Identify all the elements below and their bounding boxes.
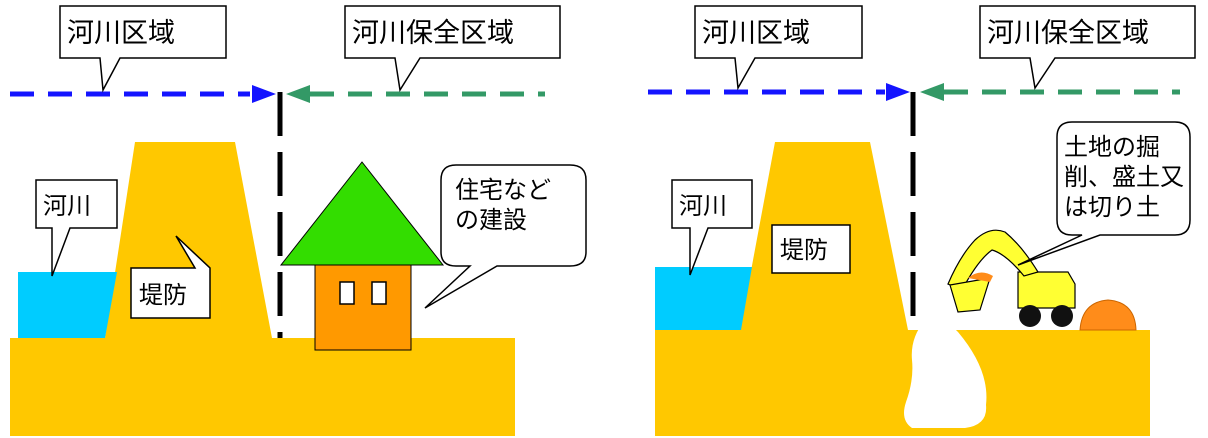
right-activity-callout <box>1017 121 1191 266</box>
right-river <box>655 267 752 330</box>
right-levee-box <box>771 224 851 274</box>
right-river-zone-callout <box>694 5 863 91</box>
excavator-boom <box>947 229 1039 291</box>
left-levee-label: 堤防 <box>139 281 187 309</box>
left-conservation-zone-callout <box>344 5 561 93</box>
right-river-callout <box>671 179 753 276</box>
right-conservation-zone-arrowhead <box>920 83 944 101</box>
excavator-wheel-right <box>1051 305 1073 327</box>
house-roof <box>279 161 445 266</box>
right-conservation-zone-callout <box>979 5 1196 90</box>
right-activity-label-line2: 削、盛土又 <box>1064 163 1184 191</box>
left-conservation-zone-label: 河川保全区域 <box>352 18 514 49</box>
left-activity-label-line1: 住宅など <box>455 176 551 204</box>
excavator-bucket <box>949 277 991 313</box>
right-levee-label: 堤防 <box>780 236 828 264</box>
left-river <box>18 272 117 338</box>
right-river-zone-label: 河川区域 <box>702 18 810 49</box>
house-window-left <box>339 281 355 305</box>
right-activity-label-line1: 土地の掘 <box>1064 133 1160 161</box>
left-river-zone-label: 河川区域 <box>67 18 175 49</box>
excavation-hole <box>904 319 987 428</box>
soil-pile <box>1079 299 1137 331</box>
excavator-wheel-left <box>1019 305 1041 327</box>
left-river-zone-arrowhead <box>252 85 276 103</box>
left-river-zone-callout <box>59 5 227 93</box>
left-levee-callout <box>130 235 211 319</box>
right-river-label: 河川 <box>679 192 727 220</box>
left-panel: 河川区域 河川保全区域 河川 堤防 住宅など の建設 <box>10 5 587 436</box>
right-conservation-zone-label: 河川保全区域 <box>987 18 1149 49</box>
house-window-right <box>371 281 387 305</box>
right-activity-label-line3: は切り土 <box>1064 193 1160 221</box>
left-conservation-zone-arrowhead <box>286 85 310 103</box>
right-river-zone-arrowhead <box>886 83 910 101</box>
left-river-callout <box>35 179 118 277</box>
house-body <box>314 261 412 351</box>
excavator-cab <box>1017 271 1076 309</box>
left-ground <box>10 142 515 436</box>
bucket-soil <box>968 272 993 282</box>
left-activity-callout <box>424 164 587 309</box>
right-ground <box>655 142 1150 436</box>
left-river-label: 河川 <box>43 192 91 220</box>
right-panel: 河川区域 河川保全区域 河川 堤防 土地の掘 削、盛土又 は切り土 <box>648 5 1196 436</box>
left-activity-label-line2: の建設 <box>455 206 527 234</box>
